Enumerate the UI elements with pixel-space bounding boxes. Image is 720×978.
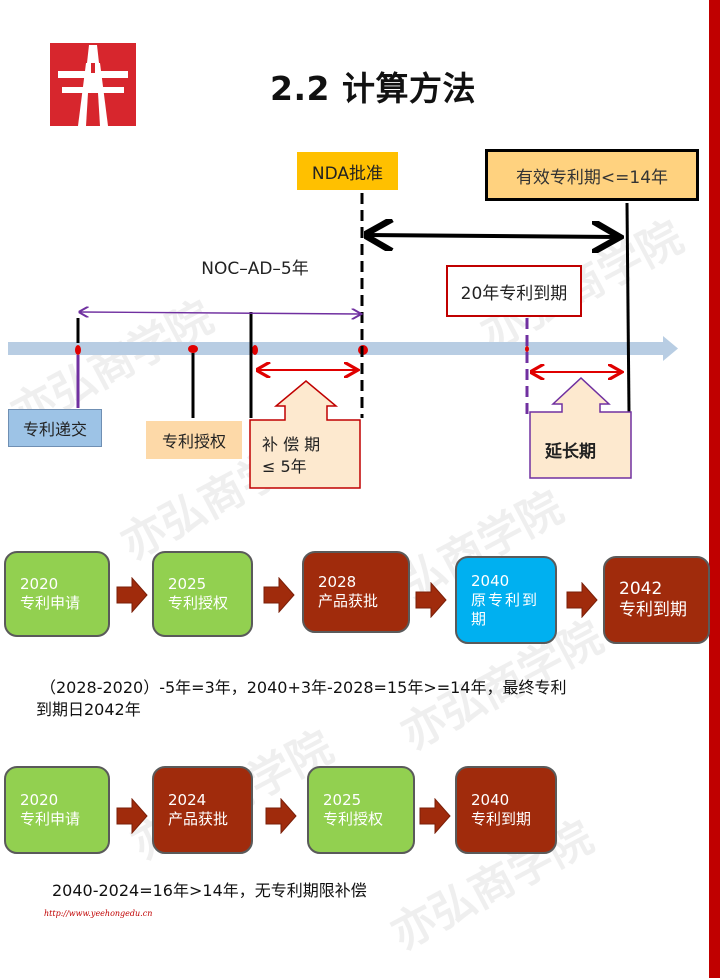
patent-filing-label: 专利递交 — [8, 409, 102, 447]
compensation-callout — [249, 380, 361, 489]
step-year: 2025 — [168, 575, 207, 593]
step-year: 2024 — [168, 791, 207, 809]
note-line: （2028-2020）-5年=3年，2040+3年-2028=15年>=14年，… — [40, 678, 567, 697]
step-text: 专利到期 — [471, 810, 532, 828]
step-year: 2040 — [471, 791, 510, 809]
step-text: 产品获批 — [318, 592, 379, 610]
compensation-line1: 补 偿 期 — [262, 435, 321, 454]
step-year: 2028 — [318, 573, 357, 591]
flow1-step-approval: 2028 产品获批 — [302, 551, 410, 633]
flow2-step-filing: 2020 专利申请 — [4, 766, 110, 854]
flow2-note: 2040-2024=16年>14年，无专利期限补偿 — [52, 881, 367, 900]
step-text: 产品获批 — [168, 810, 229, 828]
noc-ad-label: NOC–AD–5年 — [201, 258, 309, 279]
timeline-point — [188, 345, 198, 353]
flow1-step-filing: 2020 专利申请 — [4, 551, 110, 637]
flow1-step-grant: 2025 专利授权 — [152, 551, 253, 637]
step-year: 2040 — [471, 571, 510, 590]
right-accent-bar — [709, 0, 720, 978]
timeline-point — [75, 345, 81, 355]
step-text: 原专利到 — [471, 590, 540, 609]
valid-term-label: 有效专利期<=14年 — [488, 152, 696, 198]
note-line: 到期日2042年 — [36, 700, 141, 719]
flow-arrow — [263, 577, 295, 613]
nda-approval-label: NDA批准 — [297, 152, 398, 190]
timeline-diagram — [8, 193, 678, 489]
step-year: 2025 — [323, 791, 362, 809]
patent-grant-label: 专利授权 — [146, 421, 242, 459]
step-year: 2020 — [20, 575, 59, 593]
expiry-20yr-label: 20年专利到期 — [446, 265, 582, 317]
footer-url[interactable]: http://www.yeehongedu.cn — [44, 909, 153, 918]
flow1-step-original-expiry: 2040 原专利到 期 — [455, 556, 557, 644]
extension-label: 延长期 — [545, 442, 596, 462]
timeline-point — [252, 345, 258, 355]
timeline-point — [525, 346, 529, 352]
flow-arrow — [419, 798, 451, 834]
flow-arrow — [265, 798, 297, 834]
compensation-line2: ≤ 5年 — [262, 457, 307, 476]
step-year: 2042 — [619, 579, 663, 599]
flow2-step-grant: 2025 专利授权 — [307, 766, 415, 854]
step-text: 专利申请 — [20, 810, 81, 828]
compensation-text: 补 偿 期 ≤ 5年 — [262, 434, 320, 478]
page-title: 2.2 计算方法 — [270, 69, 476, 108]
flow1-note: （2028-2020）-5年=3年，2040+3年-2028=15年>=14年，… — [36, 677, 567, 721]
flow-arrow — [415, 582, 447, 618]
step-text: 专利授权 — [323, 810, 384, 828]
extension-callout — [529, 376, 632, 479]
flow-arrow — [566, 582, 598, 618]
flow-arrow — [116, 577, 148, 613]
step-year: 2020 — [20, 791, 59, 809]
timeline-bar — [8, 342, 663, 355]
step-text: 专利申请 — [20, 594, 81, 612]
step-text: 专利授权 — [168, 594, 229, 612]
brand-logo — [50, 43, 136, 126]
step-text: 专利到期 — [619, 600, 687, 620]
flow2-step-approval: 2024 产品获批 — [152, 766, 253, 854]
valid-term-label-frame: 有效专利期<=14年 — [485, 149, 699, 201]
flow-arrow — [116, 798, 148, 834]
flow1-step-final-expiry: 2042 专利到期 — [603, 556, 710, 644]
step-text: 期 — [471, 609, 487, 628]
flow2-step-expiry: 2040 专利到期 — [455, 766, 557, 854]
